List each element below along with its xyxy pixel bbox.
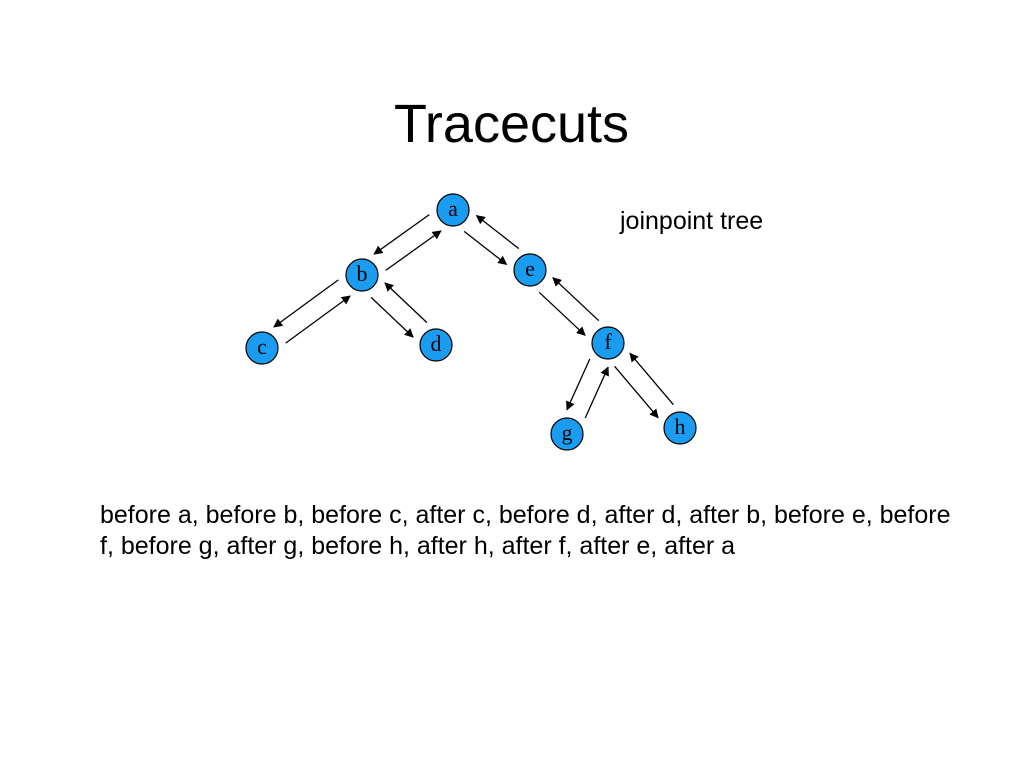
tree-node-circle-b — [345, 258, 379, 292]
tree-node-e: e — [513, 253, 547, 287]
tree-node-circle-g — [550, 417, 584, 451]
edge-arrow-b-to-a — [385, 230, 442, 271]
edge-arrow-f-to-e — [552, 277, 600, 322]
tree-node-circle-d — [419, 328, 453, 362]
tree-node-f: f — [591, 326, 625, 360]
tree-nodes: a b c d e f g h — [245, 193, 697, 451]
tree-node-h: h — [663, 411, 697, 445]
tree-node-label-d: d — [431, 331, 442, 356]
edge-arrow-f-to-g — [566, 358, 591, 411]
edge-arrow-d-to-b — [384, 282, 428, 324]
tree-node-label-h: h — [675, 414, 686, 439]
edge-arrow-e-to-f — [538, 291, 586, 336]
edge-arrow-g-to-f — [584, 366, 609, 419]
edge-arrow-b-to-d — [370, 296, 414, 338]
tree-node-circle-e — [513, 253, 547, 287]
tree-node-label-b: b — [357, 261, 368, 286]
slide-title: Tracecuts — [393, 94, 630, 154]
edge-arrow-b-to-c — [273, 279, 339, 328]
edge-arrow-f-to-h — [614, 365, 659, 419]
tree-node-circle-a — [436, 193, 470, 227]
edge-arrow-h-to-f — [629, 352, 674, 406]
tree-node-circle-c — [245, 331, 279, 365]
tree-node-g: g — [550, 417, 584, 451]
tree-node-circle-f — [591, 326, 625, 360]
trace-sequence-text: before a, before b, before c, after c, b… — [100, 501, 951, 560]
tree-node-a: a — [436, 193, 470, 227]
edge-arrow-c-to-b — [285, 295, 351, 344]
edge-arrow-a-to-b — [373, 214, 430, 255]
tree-caption: joinpoint tree — [620, 207, 764, 235]
tree-node-c: c — [245, 331, 279, 365]
tree-node-circle-h — [663, 411, 697, 445]
edge-arrow-a-to-e — [463, 230, 508, 265]
tree-node-d: d — [419, 328, 453, 362]
tree-node-label-g: g — [562, 420, 573, 445]
edge-arrow-e-to-a — [475, 215, 520, 250]
tree-edges — [273, 214, 674, 419]
tree-node-b: b — [345, 258, 379, 292]
tree-node-label-c: c — [257, 334, 267, 359]
tree-node-label-e: e — [525, 256, 535, 281]
tree-node-label-f: f — [604, 329, 612, 354]
tree-node-label-a: a — [448, 196, 458, 221]
